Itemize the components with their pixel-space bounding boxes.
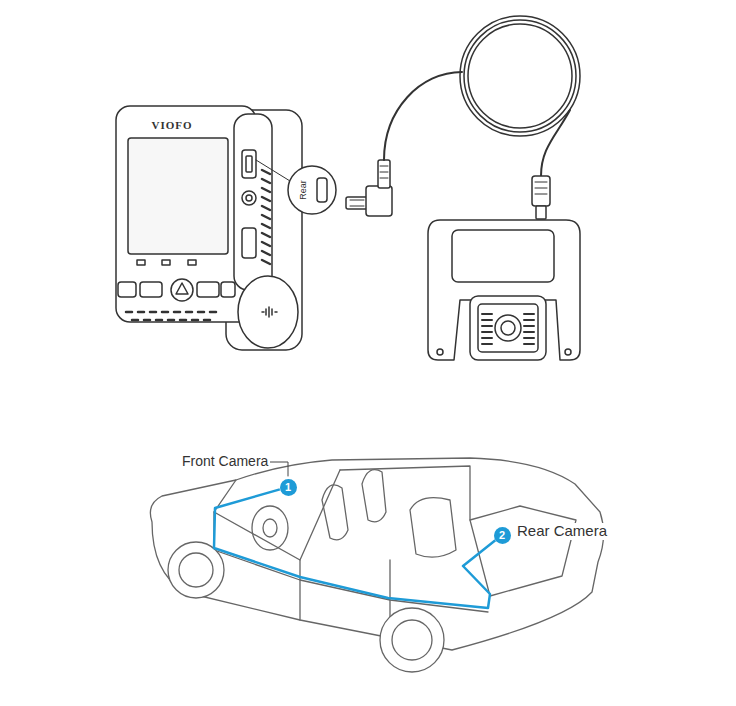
button bbox=[197, 282, 219, 297]
side-panel bbox=[234, 114, 272, 290]
jack bbox=[242, 191, 256, 205]
rear-plug-tip bbox=[536, 206, 546, 219]
rear-camera-module bbox=[470, 296, 546, 360]
plug-neck bbox=[378, 160, 390, 188]
door-line bbox=[300, 560, 390, 640]
rear-wheel-rim bbox=[392, 620, 432, 660]
rear-camera-vents bbox=[482, 314, 534, 344]
status-icons bbox=[137, 260, 196, 265]
rear-window bbox=[470, 506, 576, 596]
rear-plug bbox=[532, 176, 550, 206]
port-callout-slot bbox=[317, 178, 327, 202]
plug-grip bbox=[380, 166, 388, 178]
plug-tip bbox=[346, 197, 368, 209]
mount-bracket bbox=[226, 110, 302, 350]
front-wheel bbox=[168, 542, 224, 598]
warning-triangle bbox=[176, 283, 188, 294]
part-label: Rear Camera bbox=[515, 523, 609, 540]
cable-coil bbox=[464, 20, 576, 132]
cable-coil bbox=[468, 24, 572, 128]
port-label: Rear bbox=[299, 180, 309, 200]
rear-port bbox=[242, 150, 256, 178]
emergency-button bbox=[171, 279, 193, 301]
button bbox=[118, 282, 136, 297]
speaker-grille bbox=[126, 312, 216, 320]
usb-port bbox=[242, 228, 256, 258]
callout-digit: 2 bbox=[499, 530, 505, 541]
button bbox=[221, 282, 235, 297]
rear-port-slot bbox=[246, 156, 252, 172]
callout-number: 2 bbox=[494, 527, 511, 544]
roof-line bbox=[340, 466, 470, 520]
windshield bbox=[214, 470, 340, 560]
rear-camera-face bbox=[478, 304, 538, 352]
plug-body bbox=[366, 186, 392, 216]
rear-plug-grip bbox=[535, 182, 547, 194]
mount-disc bbox=[238, 276, 298, 348]
cable bbox=[541, 110, 570, 176]
cable bbox=[384, 72, 462, 160]
leader-line bbox=[256, 160, 290, 181]
lens bbox=[495, 315, 521, 341]
rear-camera-bracket bbox=[428, 220, 580, 360]
mount-mark bbox=[262, 307, 277, 317]
rear-seat bbox=[410, 498, 456, 558]
rear-camera-pad bbox=[452, 230, 554, 282]
lens-glass bbox=[501, 321, 515, 335]
jack-hole bbox=[246, 195, 252, 201]
brand-name: VIOFO bbox=[151, 119, 192, 131]
dashcam-screen bbox=[128, 138, 228, 254]
callout-digit: 1 bbox=[285, 482, 291, 493]
screw bbox=[565, 349, 571, 355]
screw bbox=[437, 349, 443, 355]
part-label: Front Camera bbox=[180, 454, 270, 469]
port-callout bbox=[288, 166, 336, 214]
steering-hub bbox=[263, 519, 277, 537]
vents bbox=[262, 170, 270, 264]
front-seats bbox=[322, 470, 386, 540]
rear-wheel bbox=[380, 608, 444, 672]
steering-wheel bbox=[252, 506, 288, 550]
plug-tip-lines bbox=[350, 200, 364, 206]
cable-route bbox=[214, 489, 495, 608]
button bbox=[140, 282, 162, 297]
callout-number: 1 bbox=[280, 479, 297, 496]
cable-coil bbox=[460, 16, 580, 136]
front-wheel-rim bbox=[179, 553, 213, 587]
car-body bbox=[150, 458, 603, 650]
